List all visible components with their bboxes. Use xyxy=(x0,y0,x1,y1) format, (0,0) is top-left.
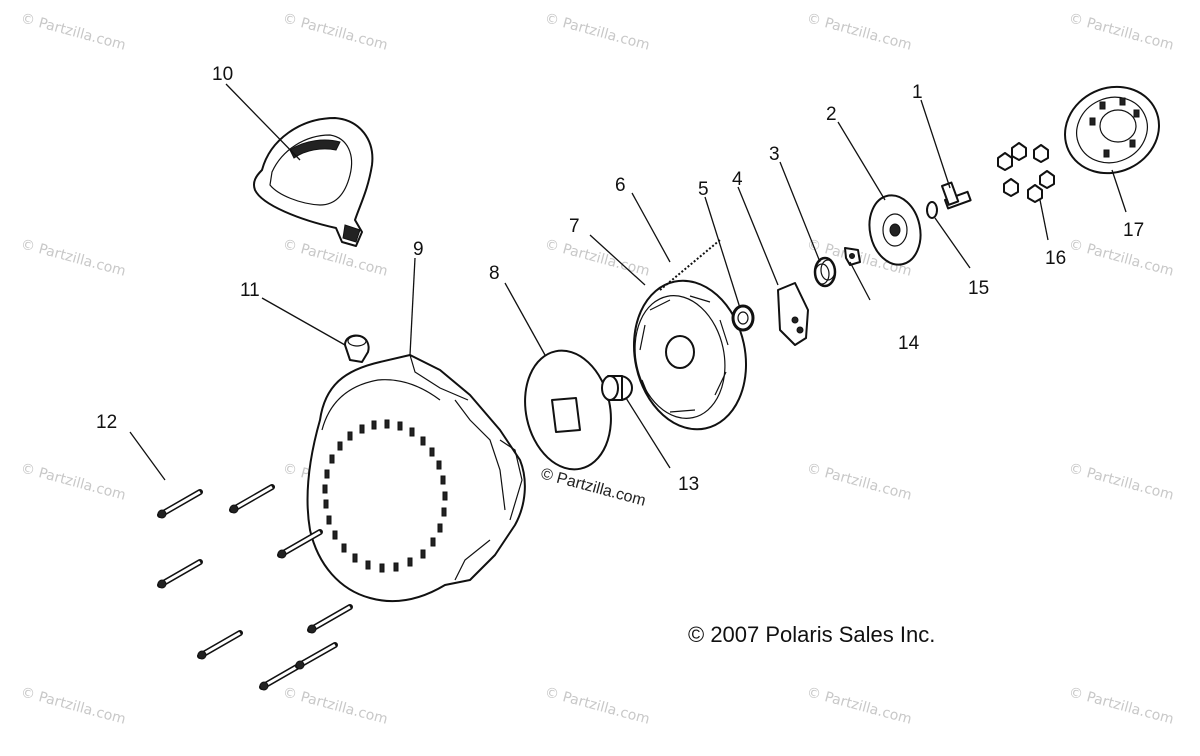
watermark: © Partzilla.com xyxy=(543,684,652,727)
callout-14: 14 xyxy=(898,333,920,354)
callout-15: 15 xyxy=(968,278,989,299)
callout-13: 13 xyxy=(678,474,699,495)
watermark: © Partzilla.com xyxy=(1067,10,1176,53)
callout-12: 12 xyxy=(96,412,117,433)
callout-5: 5 xyxy=(698,179,709,200)
part-9-housing xyxy=(306,354,526,603)
bolt xyxy=(277,529,323,559)
watermark: © Partzilla.com xyxy=(19,460,128,503)
watermark: © Partzilla.com xyxy=(1067,236,1176,279)
callout-9: 9 xyxy=(413,239,424,260)
watermark: © Partzilla.com xyxy=(281,10,390,53)
callout-8: 8 xyxy=(489,263,500,284)
part-7-reel xyxy=(632,279,748,431)
watermark: © Partzilla.com xyxy=(805,684,914,727)
part-5-spring xyxy=(731,304,755,332)
callout-11: 11 xyxy=(240,280,260,301)
watermark: © Partzilla.com xyxy=(543,10,652,53)
bolt xyxy=(157,489,203,519)
part-14-clip xyxy=(844,247,861,266)
part-16-nuts xyxy=(997,142,1055,203)
part-1-bolt xyxy=(941,181,972,210)
watermark: © Partzilla.com xyxy=(281,684,390,727)
callout-6: 6 xyxy=(615,175,626,196)
inline-watermark: © Partzilla.com xyxy=(539,465,648,509)
bolt xyxy=(295,642,338,670)
bolt xyxy=(307,604,353,634)
leader-lines xyxy=(129,83,1127,481)
callout-1: 1 xyxy=(912,82,923,103)
watermark: © Partzilla.com xyxy=(19,684,128,727)
part-4-pawl xyxy=(777,282,809,346)
bolt xyxy=(259,661,305,691)
part-17-cup xyxy=(1064,85,1160,175)
housing-vents xyxy=(322,419,448,573)
watermark: © Partzilla.com xyxy=(543,236,652,279)
watermark: © Partzilla.com xyxy=(281,236,390,279)
inline-watermark-text: © Partzilla.com xyxy=(539,465,648,509)
part-13-bushing xyxy=(601,375,633,401)
part-12-bolts xyxy=(157,484,353,691)
part-11-cap xyxy=(344,334,370,363)
part-2-friction-plate xyxy=(868,194,922,266)
part-15-washer xyxy=(926,201,938,219)
bolt xyxy=(157,559,203,589)
watermark: © Partzilla.com xyxy=(1067,460,1176,503)
copyright-notice: © 2007 Polaris Sales Inc. xyxy=(688,622,935,647)
callout-3: 3 xyxy=(769,144,780,165)
part-8-plate xyxy=(524,349,612,471)
bolt xyxy=(229,484,275,514)
part-6-rope xyxy=(659,239,721,291)
watermark: © Partzilla.com xyxy=(1067,684,1176,727)
watermark: © Partzilla.com xyxy=(805,460,914,503)
watermark: © Partzilla.com xyxy=(805,10,914,53)
callout-2: 2 xyxy=(826,104,837,125)
part-3-spring xyxy=(813,256,837,288)
callout-7: 7 xyxy=(569,216,580,237)
callout-4: 4 xyxy=(732,169,743,190)
watermark: © Partzilla.com xyxy=(19,236,128,279)
watermarks: © Partzilla.com © Partzilla.com © Partzi… xyxy=(19,10,1176,727)
callout-10: 10 xyxy=(212,64,233,85)
part-10-handle xyxy=(252,117,374,247)
callout-17: 17 xyxy=(1123,220,1144,241)
callout-16: 16 xyxy=(1045,248,1066,269)
bolt xyxy=(197,630,243,660)
watermark: © Partzilla.com xyxy=(19,10,128,53)
callouts: 1 2 3 4 5 6 7 8 9 10 11 12 13 14 15 16 1… xyxy=(96,64,1144,495)
